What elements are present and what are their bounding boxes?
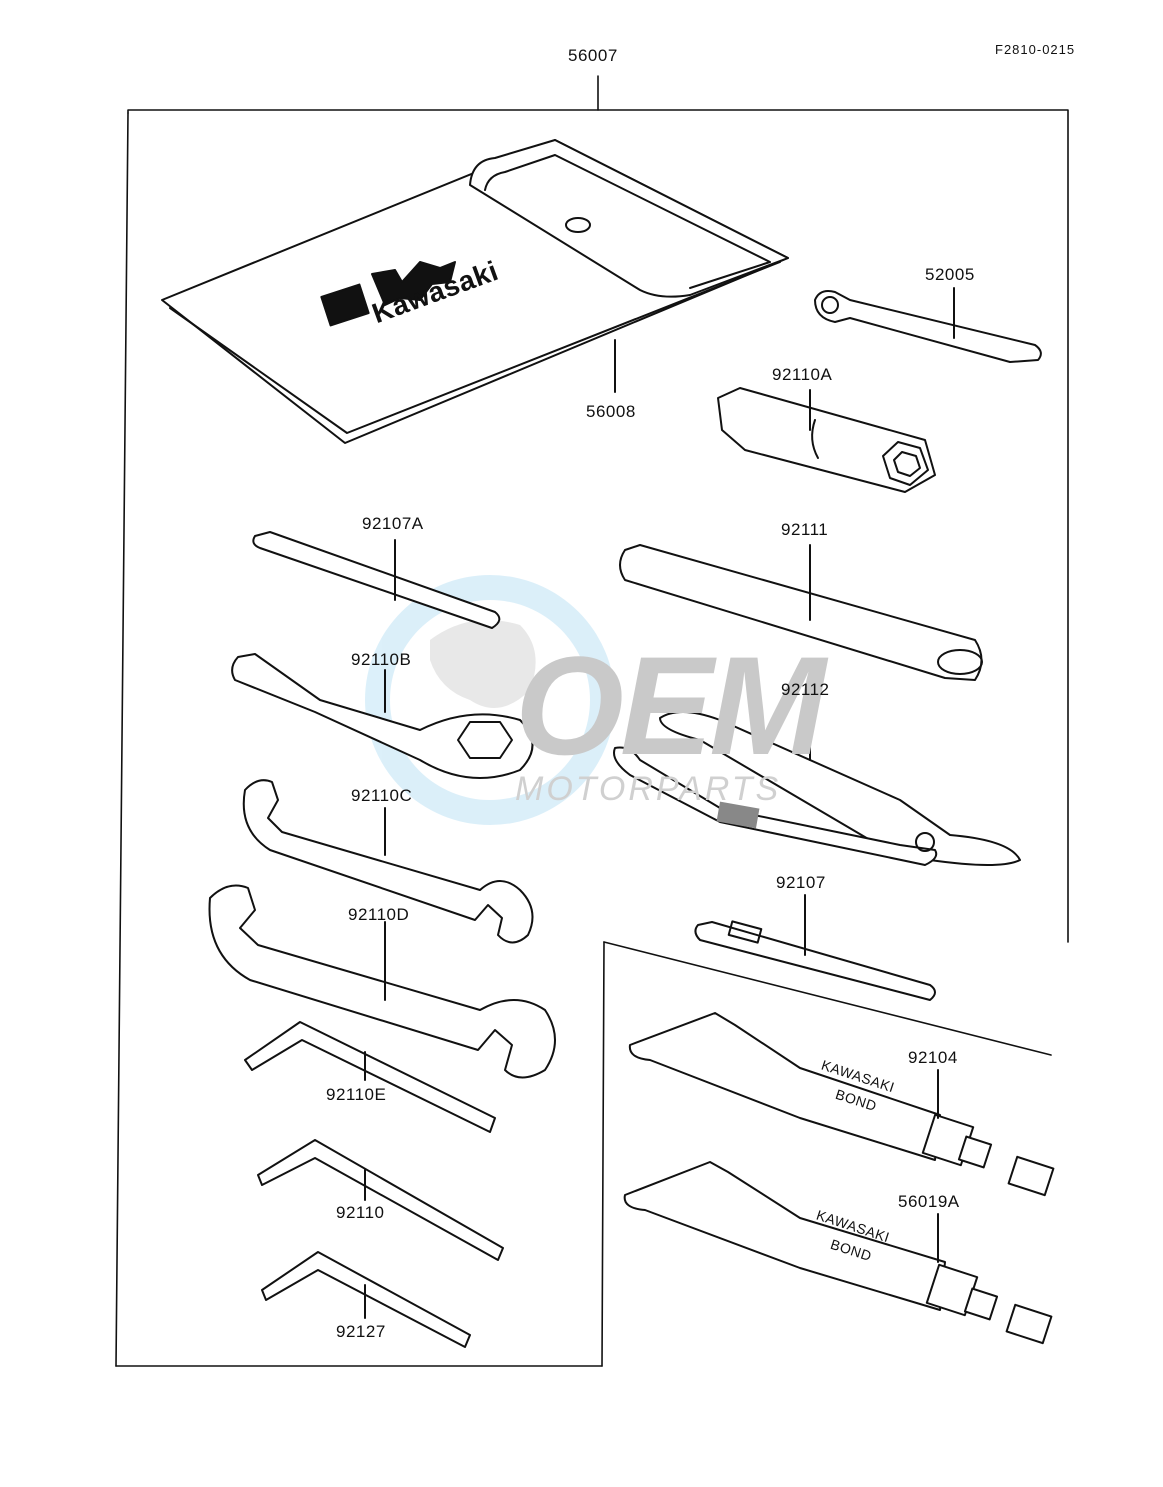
label-kit: 56007: [568, 46, 618, 65]
screwdriver-shaft: [252, 531, 501, 629]
label-92110B: 92110B: [351, 650, 412, 669]
label-56008: 56008: [586, 402, 636, 421]
tool-bag: [161, 139, 789, 444]
screwdriver-grip: [619, 544, 983, 681]
watermark-subtext: MOTORPARTS: [515, 770, 782, 808]
label-92110A: 92110A: [772, 365, 833, 384]
label-52005: 52005: [925, 265, 975, 284]
open-wrench-small: [242, 779, 534, 944]
label-92110E: 92110E: [326, 1085, 387, 1104]
label-92112: 92112: [781, 680, 830, 699]
kit-outline: [115, 75, 1069, 1367]
plug-wrench-handle: [814, 287, 1042, 363]
label-92110C: 92110C: [351, 786, 413, 805]
screwdriver: [694, 894, 936, 1001]
hex-key-large: [244, 1021, 496, 1133]
label-56019A: 56019A: [898, 1192, 960, 1211]
watermark-logo: OEM: [515, 627, 826, 784]
label-92104: 92104: [908, 1048, 958, 1067]
spark-plug-wrench: [717, 387, 936, 493]
label-92107: 92107: [776, 873, 826, 892]
pliers: [613, 704, 1021, 866]
hex-key-medium: [257, 1139, 504, 1261]
label-92111: 92111: [781, 520, 829, 539]
hex-key-small: [261, 1251, 471, 1348]
label-92107A: 92107A: [362, 514, 424, 533]
bond-tube-2: [623, 1161, 1053, 1345]
bond-tube-1: [628, 1012, 1055, 1197]
label-92127: 92127: [336, 1322, 386, 1341]
diagram-reference: F2810-0215: [995, 42, 1076, 57]
open-wrench-large: [208, 884, 556, 1079]
label-92110D: 92110D: [348, 905, 410, 924]
label-92110: 92110: [336, 1203, 385, 1222]
ring-wrench: [231, 653, 534, 779]
